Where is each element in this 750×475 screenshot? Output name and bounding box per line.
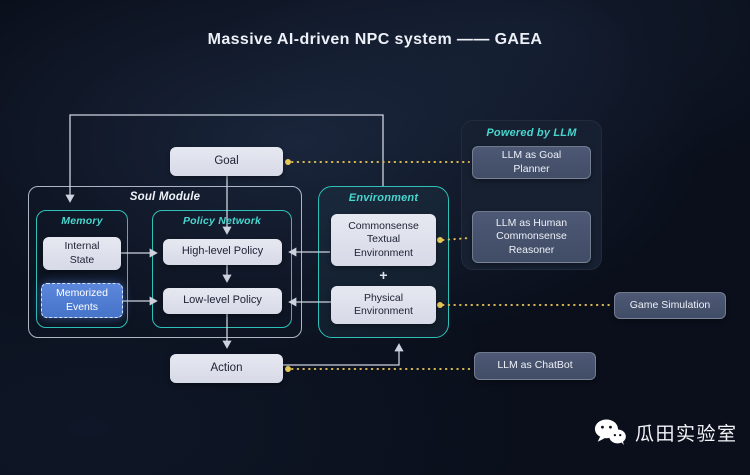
label-environment: Environment xyxy=(348,192,419,204)
dot-action xyxy=(285,366,291,372)
label-memory: Memory xyxy=(61,215,103,227)
node-llm-commonsense-reasoner: LLM as Human Commonsense Reasoner xyxy=(472,211,591,263)
node-memorized-events: Memorized Events xyxy=(41,283,123,318)
node-low-level-policy: Low-level Policy xyxy=(163,288,282,314)
node-llm-goal-planner: LLM as Goal Planner xyxy=(472,146,591,179)
group-memory xyxy=(36,210,128,328)
node-physical-environment: Physical Environment xyxy=(331,286,436,324)
watermark-text: 瓜田实验室 xyxy=(635,423,738,445)
node-llm-chatbot: LLM as ChatBot xyxy=(474,352,596,380)
node-internal-state: Internal State xyxy=(43,237,121,270)
label-powered-by-llm: Powered by LLM xyxy=(486,127,577,139)
wechat-icon xyxy=(594,419,626,446)
dot-goal xyxy=(285,159,291,165)
node-high-level-policy: High-level Policy xyxy=(163,239,282,265)
label-policy-network: Policy Network xyxy=(182,215,262,227)
diagram-title: Massive AI-driven NPC system —— GAEA xyxy=(207,31,543,48)
group-policy-network xyxy=(152,210,292,328)
arrow-action-to-environment xyxy=(283,343,404,366)
node-action: Action xyxy=(170,354,283,383)
label-soul-module: Soul Module xyxy=(129,191,201,203)
node-game-simulation: Game Simulation xyxy=(614,292,726,319)
node-goal: Goal xyxy=(170,147,283,176)
node-commonsense-environment: Commonsense Textual Environment xyxy=(331,214,436,266)
plus-icon: + xyxy=(379,267,388,283)
watermark: 瓜田实验室 xyxy=(594,418,738,446)
